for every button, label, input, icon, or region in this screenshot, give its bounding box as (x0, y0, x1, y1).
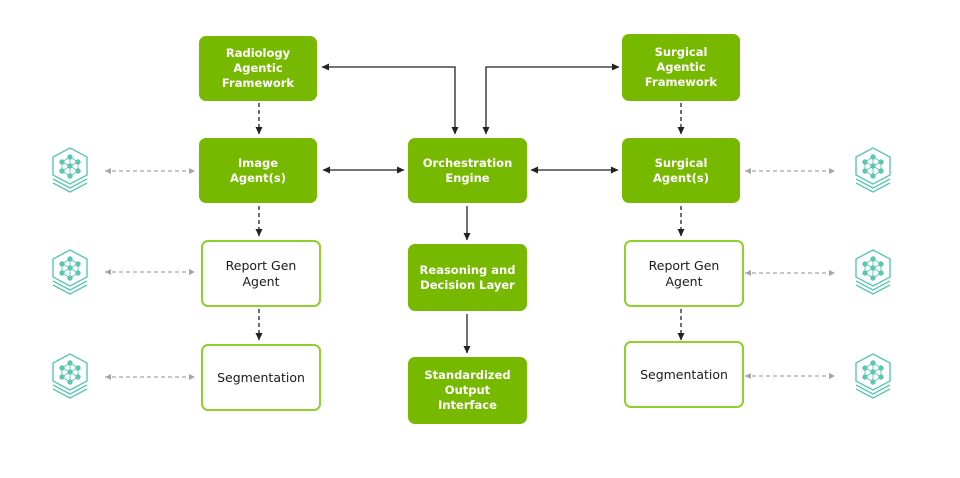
segmentation-right-box: Segmentation (624, 341, 744, 408)
report-gen-agent-left-box: Report Gen Agent (201, 240, 321, 307)
model-connectors (105, 168, 835, 380)
standardized-output-interface-label: Standardized Output Interface (424, 368, 511, 412)
radiology-agentic-framework-box: Radiology Agentic Framework (199, 36, 317, 101)
report-gen-agent-right-box: Report Gen Agent (624, 240, 744, 307)
surgical-agentic-framework-box: Surgical Agentic Framework (622, 34, 740, 101)
reasoning-decision-layer-label: Reasoning and Decision Layer (419, 262, 516, 292)
neural-network-icon (52, 147, 88, 193)
image-agents-label: Image Agent(s) (230, 155, 286, 185)
neural-network-icon (855, 249, 891, 295)
standardized-output-interface-box: Standardized Output Interface (408, 357, 527, 424)
surgical-agents-label: Surgical Agent(s) (653, 155, 709, 185)
surgical-agents-box: Surgical Agent(s) (622, 138, 740, 203)
dashed-connectors (255, 103, 685, 341)
orchestration-engine-label: Orchestration Engine (422, 155, 513, 185)
arrow-surgical-orchestration (482, 63, 620, 135)
neural-network-icon (52, 249, 88, 295)
segmentation-left-label: Segmentation (217, 369, 305, 385)
reasoning-decision-layer-box: Reasoning and Decision Layer (408, 244, 527, 311)
neural-network-icon (52, 353, 88, 399)
neural-network-icon (855, 353, 891, 399)
orchestration-engine-box: Orchestration Engine (408, 138, 527, 203)
report-gen-agent-left-label: Report Gen Agent (225, 257, 297, 289)
surgical-agentic-framework-label: Surgical Agentic Framework (644, 45, 718, 89)
neural-network-icon (855, 147, 891, 193)
solid-connectors (321, 63, 620, 354)
segmentation-right-label: Segmentation (640, 366, 728, 382)
arrow-radiology-orchestration (321, 63, 459, 135)
segmentation-left-box: Segmentation (201, 344, 321, 411)
image-agents-box: Image Agent(s) (199, 138, 317, 203)
radiology-agentic-framework-label: Radiology Agentic Framework (221, 46, 295, 90)
report-gen-agent-right-label: Report Gen Agent (648, 257, 720, 289)
